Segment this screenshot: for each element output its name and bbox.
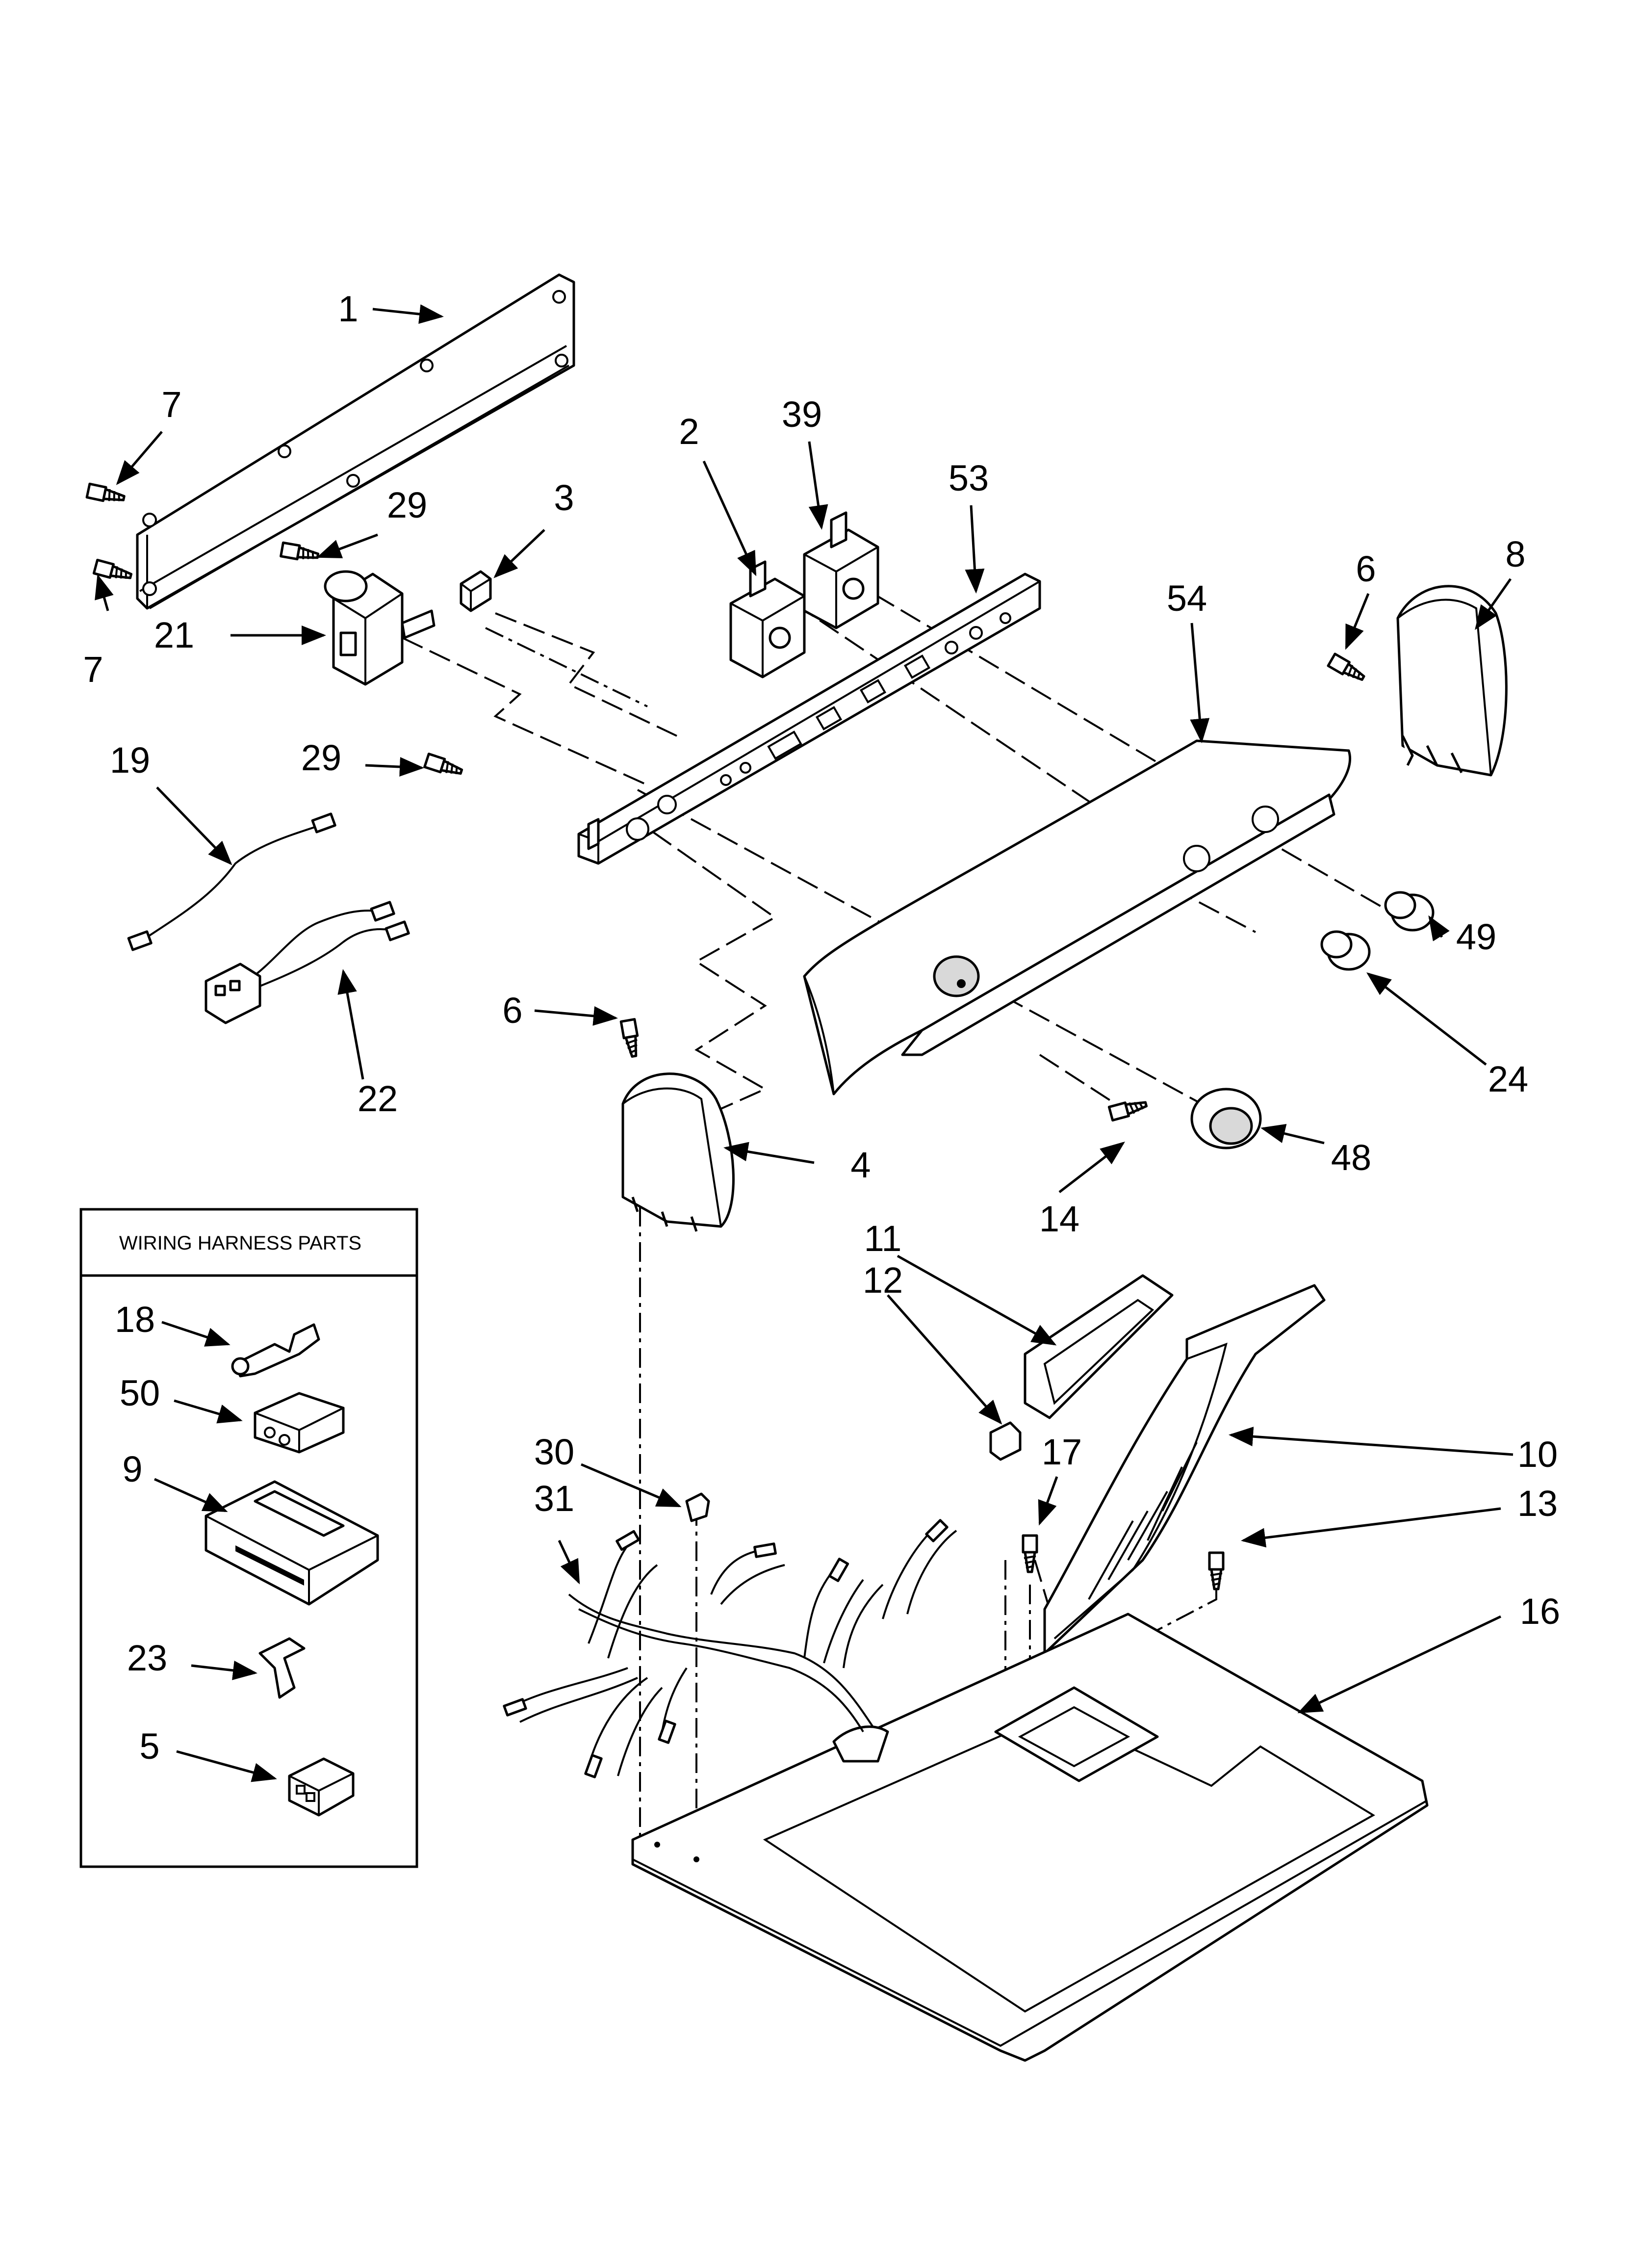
callout-50: 50: [120, 1373, 160, 1413]
callout-31: 31: [534, 1478, 574, 1519]
callout-11: 11: [864, 1218, 902, 1259]
callout-13: 13: [1517, 1483, 1558, 1524]
part-17-screw: [1023, 1536, 1037, 1572]
callout-23: 23: [127, 1638, 167, 1678]
part-50-connector: [254, 1392, 345, 1454]
part-21-timer: [324, 570, 436, 686]
callout-16: 16: [1520, 1591, 1560, 1632]
part-12-clip: [989, 1421, 1022, 1461]
part-7-screw-upper: [87, 484, 125, 505]
callout-10: 10: [1517, 1434, 1558, 1475]
callout-1: 1: [338, 288, 358, 329]
callout-12: 12: [863, 1260, 903, 1301]
part-48-knob: [1190, 1088, 1262, 1149]
callout-8: 8: [1505, 534, 1525, 574]
part-30-clip: [685, 1492, 710, 1522]
callout-29-upper: 29: [387, 485, 427, 525]
callout-4: 4: [850, 1145, 871, 1185]
callout-3: 3: [554, 477, 574, 518]
part-31-wiring-harness: [503, 1519, 957, 1778]
part-1-rear-panel: [136, 273, 575, 610]
part-9-connector-block: [205, 1480, 379, 1606]
part-14-screw: [1109, 1097, 1148, 1120]
part-54-console-panel: [803, 739, 1352, 1095]
callout-39: 39: [782, 394, 822, 435]
part-13-screw: [1209, 1553, 1223, 1589]
wiring-box-title: WIRING HARNESS PARTS: [119, 1232, 361, 1254]
part-39-switch: [803, 511, 879, 629]
callout-29-lower: 29: [301, 737, 341, 778]
part-29-screw-upper: [281, 543, 319, 562]
callout-6-upper: 6: [1356, 548, 1376, 589]
callout-19: 19: [110, 740, 150, 781]
callout-21: 21: [154, 615, 194, 655]
callout-22: 22: [358, 1078, 398, 1119]
callout-30: 30: [534, 1432, 574, 1472]
leader-lines: [95, 304, 1514, 1782]
callout-7-lower: 7: [83, 649, 103, 690]
part-2-switch: [729, 560, 806, 678]
part-23-clip: [258, 1637, 306, 1699]
part-8-end-cap: [1396, 585, 1508, 777]
part-24-knob: [1320, 930, 1371, 971]
part-19-wire: [127, 812, 336, 951]
callout-17: 17: [1042, 1432, 1082, 1472]
part-18-terminal: [231, 1323, 320, 1378]
callout-54: 54: [1167, 578, 1207, 619]
part-5-connector: [288, 1757, 355, 1817]
part-6-screw-lower: [621, 1019, 641, 1058]
callout-48: 48: [1331, 1137, 1371, 1178]
part-22-wire-connector: [205, 901, 410, 1024]
part-11-lint-screen: [1024, 1274, 1174, 1419]
callout-53: 53: [949, 458, 989, 498]
callout-9: 9: [122, 1449, 142, 1489]
part-6-screw-upper: [1328, 654, 1366, 684]
callout-5: 5: [139, 1726, 159, 1767]
callout-18: 18: [115, 1299, 155, 1340]
part-10-lint-housing: [1043, 1284, 1326, 1655]
part-3-clip: [460, 570, 492, 612]
part-53-control-bracket: [577, 573, 1041, 865]
part-49-knob: [1384, 891, 1435, 932]
callout-6-lower: 6: [502, 990, 522, 1031]
callout-2: 2: [679, 411, 699, 452]
callout-labels: 1 7 29 3 2 39 53 54 6 8 21 7 29 19 22 6 …: [83, 288, 1560, 1767]
callout-49: 49: [1456, 916, 1496, 957]
callout-24: 24: [1488, 1059, 1528, 1099]
part-16-top-panel: [631, 1613, 1429, 2062]
callout-14: 14: [1039, 1199, 1079, 1239]
part-4-end-cap: [621, 1072, 735, 1232]
callout-7-upper: 7: [161, 384, 181, 425]
part-29-screw-lower: [425, 754, 463, 778]
